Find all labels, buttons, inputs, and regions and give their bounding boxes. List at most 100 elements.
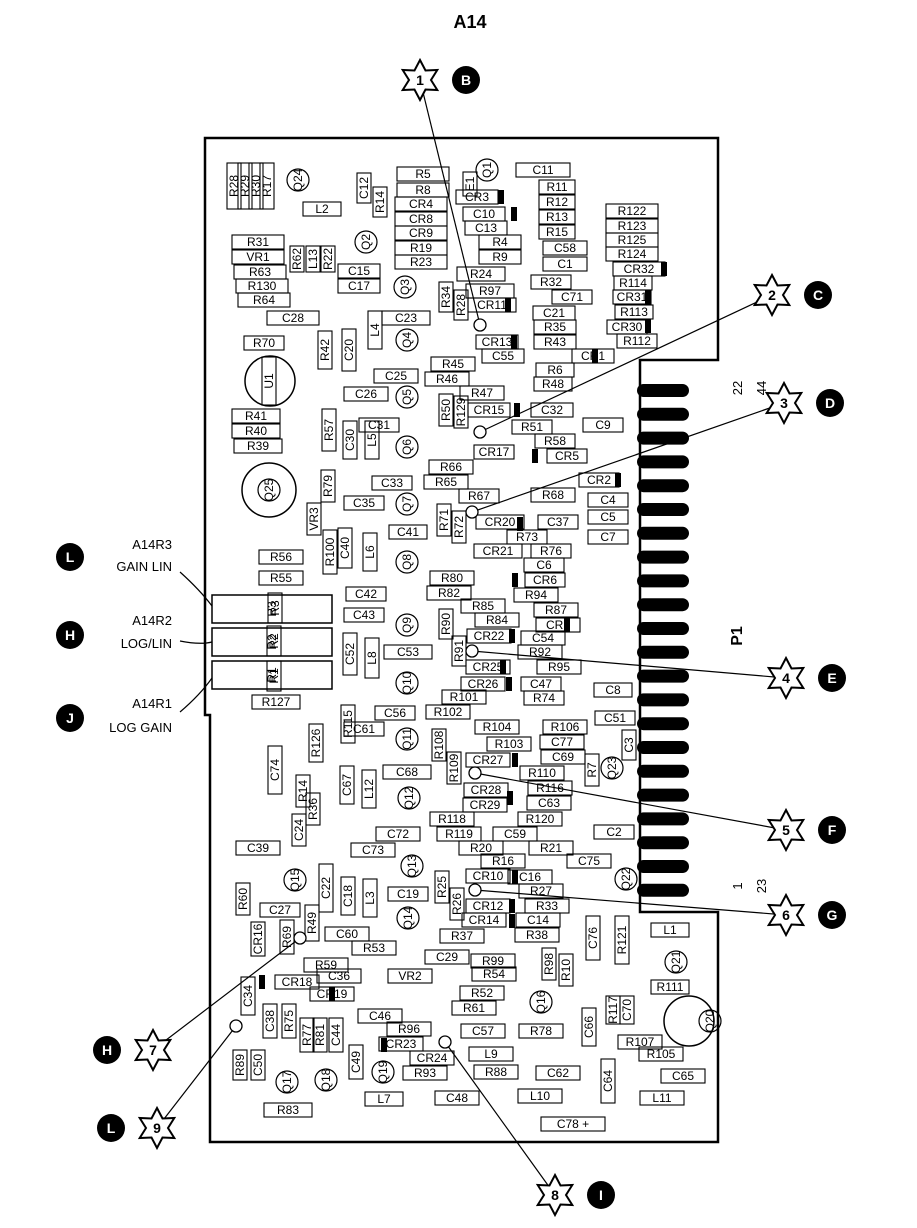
probe-point (229, 1019, 243, 1033)
component-label: L5 (365, 433, 379, 447)
component-label: R16 (492, 854, 514, 868)
component-c30: C30 (342, 420, 358, 460)
component-cr12: CR12 (465, 898, 511, 914)
component-c59: C59 (492, 826, 538, 842)
component-r40: R40 (231, 423, 281, 439)
component-r75: R75 (281, 1003, 297, 1039)
component-label: L1 (663, 923, 677, 937)
component-label: R72 (452, 516, 466, 538)
component-label: Q22 (619, 867, 633, 890)
component-r99: R99 (470, 953, 516, 969)
component-label: R42 (318, 339, 332, 361)
connector-finger (637, 788, 689, 802)
letter-badge (804, 281, 832, 309)
component-label: R10 (559, 959, 573, 981)
component-label: C11 (532, 163, 553, 177)
side-label-letter: L (66, 549, 75, 565)
component-label: C52 (343, 643, 357, 665)
component-label: C10 (473, 207, 495, 221)
diode-band (511, 335, 517, 349)
component-label: L10 (530, 1089, 550, 1103)
component-r89: R89 (232, 1049, 248, 1081)
component-label: C3 (622, 737, 636, 753)
test-point-number: 4 (782, 670, 790, 686)
component-r102: R102 (425, 704, 471, 720)
component-label: C41 (397, 525, 419, 539)
component-label: R126 (309, 728, 323, 757)
component-label: C30 (343, 429, 357, 451)
component-label: R124 (618, 247, 647, 261)
component-c53: C53 (383, 644, 433, 660)
component-l7: L7 (364, 1091, 404, 1107)
diode-band (505, 298, 511, 312)
component-q25: Q25 (257, 478, 281, 502)
component-label: R66 (440, 460, 462, 474)
component-c66: C66 (581, 1007, 597, 1047)
component-label: R85 (472, 599, 494, 613)
component-label: R51 (521, 420, 543, 434)
probe-line (156, 1025, 237, 1129)
letter-badge (818, 816, 846, 844)
component-r61: R61 (451, 1000, 497, 1016)
component-r1: R1 (266, 660, 282, 692)
component-r84: R84 (474, 612, 520, 628)
component-label: R12 (546, 195, 568, 209)
component-r108: R108 (431, 728, 447, 762)
component-label: CR22 (474, 629, 505, 643)
diode-band (506, 677, 512, 691)
component-r23: R23 (394, 254, 448, 270)
component-label: R65 (435, 475, 457, 489)
component-label: R117 (606, 996, 620, 1024)
component-label: CR31 (617, 290, 648, 304)
component-label: L4 (368, 323, 382, 337)
component-q10: Q10 (395, 671, 419, 695)
component-c11: C11 (515, 162, 571, 178)
component-label: R57 (322, 419, 336, 441)
letter-badge (452, 66, 480, 94)
test-point-number: 8 (551, 1187, 559, 1203)
component-label: R25 (435, 876, 449, 898)
component-label: R91 (452, 640, 466, 662)
pot-label: R1 (265, 667, 279, 683)
component-r100: R100 (322, 529, 338, 575)
star-badge (137, 1105, 177, 1151)
component-r15: R15 (538, 224, 576, 240)
component-c15: C15 (337, 263, 381, 279)
component-label: R55 (270, 571, 292, 585)
side-label-log-gain: J A14R1 LOG GAIN (56, 696, 172, 735)
component-c12: C12 (356, 172, 372, 204)
component-c61: C61 (343, 721, 385, 737)
component-l8: L8 (364, 637, 380, 679)
component-label: R64 (253, 293, 275, 307)
component-r114: R114 (613, 275, 653, 291)
component-c58: C58 (542, 240, 588, 256)
probe-point (468, 766, 482, 780)
component-label: R125 (618, 233, 647, 247)
component-label: E1 (463, 176, 477, 191)
pot-r3-body (211, 594, 333, 624)
component-label: R112 (623, 334, 651, 348)
star-badge (766, 807, 806, 853)
component-c7: C7 (587, 529, 629, 545)
component-label: R111 (657, 980, 684, 994)
component-l4: L4 (367, 310, 383, 350)
component-r57: R57 (321, 408, 337, 452)
component-label: C75 (578, 854, 600, 868)
component-label: C1 (557, 257, 573, 271)
component-c19: C19 (387, 886, 429, 902)
component-r45: R45 (430, 356, 476, 372)
component-c56: C56 (374, 705, 416, 721)
component-q8: Q8 (395, 550, 419, 574)
test-point-number: 6 (782, 907, 790, 923)
component-label: R40 (245, 424, 267, 438)
component-label: Q25 (262, 478, 276, 501)
component-c4: C4 (587, 492, 629, 508)
component-c9: C9 (582, 417, 624, 433)
component-label: R17 (260, 175, 274, 197)
component-label: C62 (547, 1066, 569, 1080)
component-label: CR5 (555, 449, 579, 463)
component-c41: C41 (388, 524, 428, 540)
connector-finger (637, 479, 689, 493)
